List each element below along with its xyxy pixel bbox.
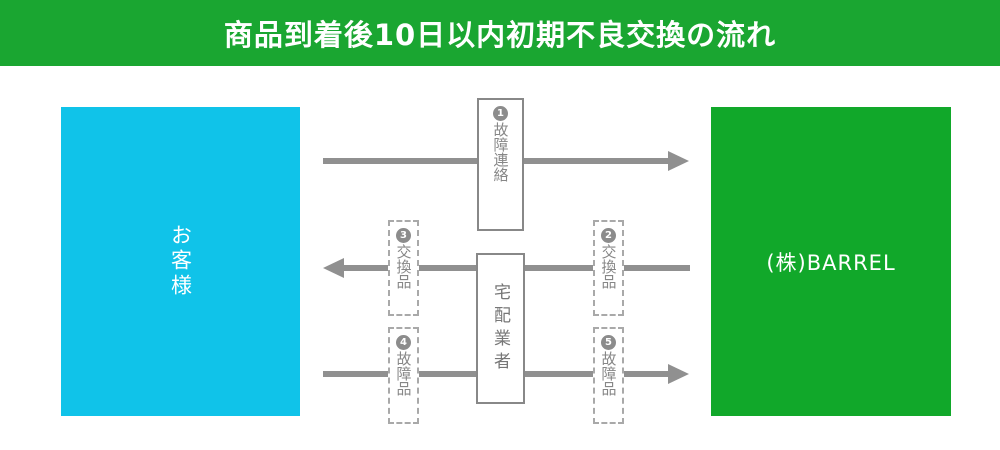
- step-3-number: 3: [396, 228, 411, 243]
- company-box: (株)BARREL: [711, 107, 951, 416]
- company-label: (株)BARREL: [766, 250, 896, 275]
- step-4-tag: 4 故障品: [388, 327, 419, 424]
- carrier-label: 宅配業者: [490, 282, 510, 375]
- customer-label: お客様: [168, 224, 193, 299]
- step-5-tag: 5 故障品: [593, 327, 624, 424]
- customer-box: お客様: [61, 107, 300, 416]
- step-2-number: 2: [601, 228, 616, 243]
- arrow-head-defective: [668, 364, 689, 384]
- carrier-box: 宅配業者: [476, 253, 525, 404]
- step-3-label: 交換品: [394, 244, 413, 289]
- step-5-label: 故障品: [599, 351, 618, 396]
- step-5-number: 5: [601, 335, 616, 350]
- page-title: 商品到着後10日以内初期不良交換の流れ: [223, 18, 777, 52]
- step-4-label: 故障品: [394, 351, 413, 396]
- title-banner: 商品到着後10日以内初期不良交換の流れ: [0, 0, 1000, 66]
- step-4-number: 4: [396, 335, 411, 350]
- step-1-tag: 1 故障連絡: [477, 98, 524, 231]
- step-2-label: 交換品: [599, 244, 618, 289]
- arrow-head-report: [668, 151, 689, 171]
- arrow-head-replacement: [323, 258, 344, 278]
- step-1-label: 故障連絡: [491, 122, 510, 182]
- step-1-number: 1: [493, 106, 508, 121]
- step-2-tag: 2 交換品: [593, 220, 624, 316]
- step-3-tag: 3 交換品: [388, 220, 419, 316]
